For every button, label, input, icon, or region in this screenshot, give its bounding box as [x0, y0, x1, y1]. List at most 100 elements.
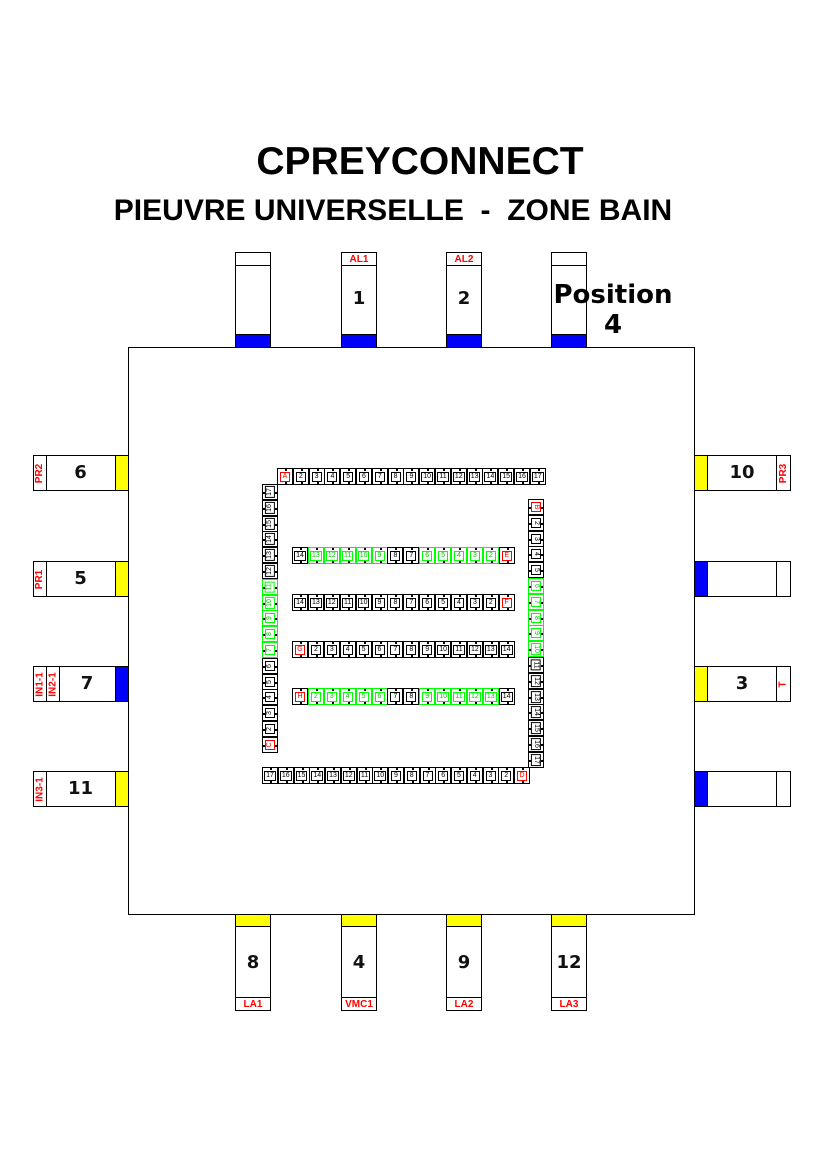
terminal-row4[interactable]: 10: [435, 688, 452, 705]
terminal-bottom[interactable]: 3: [482, 767, 499, 784]
terminal-left[interactable]: 3: [262, 705, 278, 722]
terminal-row3[interactable]: 9: [419, 641, 436, 658]
terminal-bottom[interactable]: 12: [340, 767, 357, 784]
terminal-row4[interactable]: 5: [355, 688, 372, 705]
terminal-row3[interactable]: 3: [323, 641, 340, 658]
terminal-row3[interactable]: 8: [403, 641, 420, 658]
terminal-left[interactable]: 14: [262, 531, 278, 548]
terminal-top[interactable]: 12: [450, 468, 467, 485]
terminal-right[interactable]: 5: [528, 562, 544, 579]
terminal-left[interactable]: 7: [262, 642, 278, 658]
terminal-top[interactable]: A: [277, 468, 293, 485]
terminal-row4[interactable]: 14: [498, 688, 515, 705]
terminal-row2[interactable]: 10: [355, 594, 372, 611]
terminal-bottom[interactable]: 8: [403, 767, 420, 784]
terminal-row4[interactable]: 9: [419, 688, 436, 705]
terminal-row1[interactable]: 11: [339, 547, 356, 564]
terminal-row4[interactable]: 13: [482, 688, 499, 705]
terminal-row1[interactable]: 13: [307, 547, 324, 564]
terminal-top[interactable]: 13: [466, 468, 483, 485]
terminal-top[interactable]: 10: [419, 468, 436, 485]
terminal-left[interactable]: 12: [262, 563, 278, 579]
terminal-top[interactable]: 17: [529, 468, 546, 485]
terminal-left[interactable]: 15: [262, 515, 278, 532]
terminal-bottom[interactable]: 10: [372, 767, 389, 784]
terminal-bottom[interactable]: 14: [309, 767, 326, 784]
terminal-top[interactable]: 7: [371, 468, 388, 485]
terminal-row3[interactable]: 6: [371, 641, 388, 658]
terminal-row4[interactable]: 7: [387, 688, 404, 705]
terminal-bottom[interactable]: 15: [293, 767, 310, 784]
terminal-left[interactable]: 2: [262, 721, 278, 737]
terminal-bottom[interactable]: 17: [262, 767, 278, 784]
terminal-left[interactable]: 13: [262, 547, 278, 564]
terminal-row4[interactable]: 12: [466, 688, 483, 705]
terminal-top[interactable]: 2: [292, 468, 309, 485]
terminal-row2[interactable]: 2: [482, 594, 499, 611]
terminal-row4[interactable]: 11: [451, 688, 467, 705]
terminal-top[interactable]: 14: [482, 468, 499, 485]
terminal-top[interactable]: 4: [324, 468, 341, 485]
terminal-left[interactable]: 6: [262, 657, 278, 674]
terminal-right[interactable]: 12: [528, 672, 544, 689]
terminal-row3[interactable]: 12: [466, 641, 483, 658]
terminal-bottom[interactable]: 7: [419, 767, 436, 784]
terminal-bottom[interactable]: 9: [388, 767, 404, 784]
terminal-row4[interactable]: H: [292, 688, 308, 705]
terminal-right[interactable]: 9: [528, 625, 544, 642]
terminal-row1[interactable]: 12: [323, 547, 340, 564]
terminal-row4[interactable]: 3: [323, 688, 340, 705]
terminal-row1[interactable]: 5: [435, 547, 452, 564]
terminal-right[interactable]: 2: [528, 514, 544, 531]
terminal-row3[interactable]: G: [292, 641, 308, 658]
terminal-bottom[interactable]: 13: [325, 767, 341, 784]
terminal-row1[interactable]: 7: [403, 547, 420, 564]
terminal-bottom[interactable]: 16: [277, 767, 294, 784]
terminal-row2[interactable]: 11: [339, 594, 356, 611]
terminal-right[interactable]: 15: [528, 720, 544, 737]
terminal-right[interactable]: 8: [528, 609, 544, 626]
terminal-row2[interactable]: 8: [387, 594, 404, 611]
terminal-row3[interactable]: 4: [339, 641, 356, 658]
terminal-row2[interactable]: 3: [466, 594, 483, 611]
terminal-left[interactable]: 8: [262, 626, 278, 643]
terminal-left[interactable]: 4: [262, 689, 278, 706]
terminal-bottom[interactable]: 5: [451, 767, 467, 784]
terminal-right[interactable]: 17: [528, 751, 544, 768]
terminal-row1[interactable]: 4: [451, 547, 467, 564]
terminal-row1[interactable]: 9: [371, 547, 388, 564]
terminal-left[interactable]: 16: [262, 499, 278, 516]
terminal-bottom[interactable]: 6: [435, 767, 452, 784]
terminal-row3[interactable]: 13: [482, 641, 499, 658]
terminal-row2[interactable]: 7: [403, 594, 420, 611]
terminal-row3[interactable]: 10: [435, 641, 452, 658]
terminal-bottom[interactable]: 11: [356, 767, 373, 784]
terminal-right[interactable]: 13: [528, 688, 544, 705]
terminal-right[interactable]: B: [528, 499, 544, 515]
terminal-row4[interactable]: 6: [371, 688, 388, 705]
terminal-top[interactable]: 15: [498, 468, 515, 485]
terminal-left[interactable]: 10: [262, 594, 278, 611]
terminal-bottom[interactable]: 2: [498, 767, 515, 784]
terminal-top[interactable]: 5: [340, 468, 357, 485]
terminal-row4[interactable]: 2: [307, 688, 324, 705]
terminal-bottom[interactable]: D: [514, 767, 530, 784]
terminal-row2[interactable]: F: [498, 594, 515, 611]
terminal-row1[interactable]: 3: [466, 547, 483, 564]
terminal-row2[interactable]: 4: [451, 594, 467, 611]
terminal-left[interactable]: 17: [262, 484, 278, 500]
terminal-left[interactable]: 5: [262, 673, 278, 690]
terminal-top[interactable]: 9: [403, 468, 420, 485]
terminal-row1[interactable]: 10: [355, 547, 372, 564]
terminal-row4[interactable]: 8: [403, 688, 420, 705]
terminal-right[interactable]: 7: [528, 593, 544, 610]
terminal-row1[interactable]: 2: [482, 547, 499, 564]
terminal-right[interactable]: 10: [528, 641, 544, 658]
terminal-left[interactable]: 9: [262, 610, 278, 627]
terminal-row3[interactable]: 14: [498, 641, 515, 658]
terminal-right[interactable]: 4: [528, 546, 544, 563]
terminal-right[interactable]: 16: [528, 736, 544, 752]
terminal-right[interactable]: 14: [528, 704, 544, 721]
terminal-left[interactable]: 11: [262, 578, 278, 595]
terminal-top[interactable]: 16: [514, 468, 530, 485]
